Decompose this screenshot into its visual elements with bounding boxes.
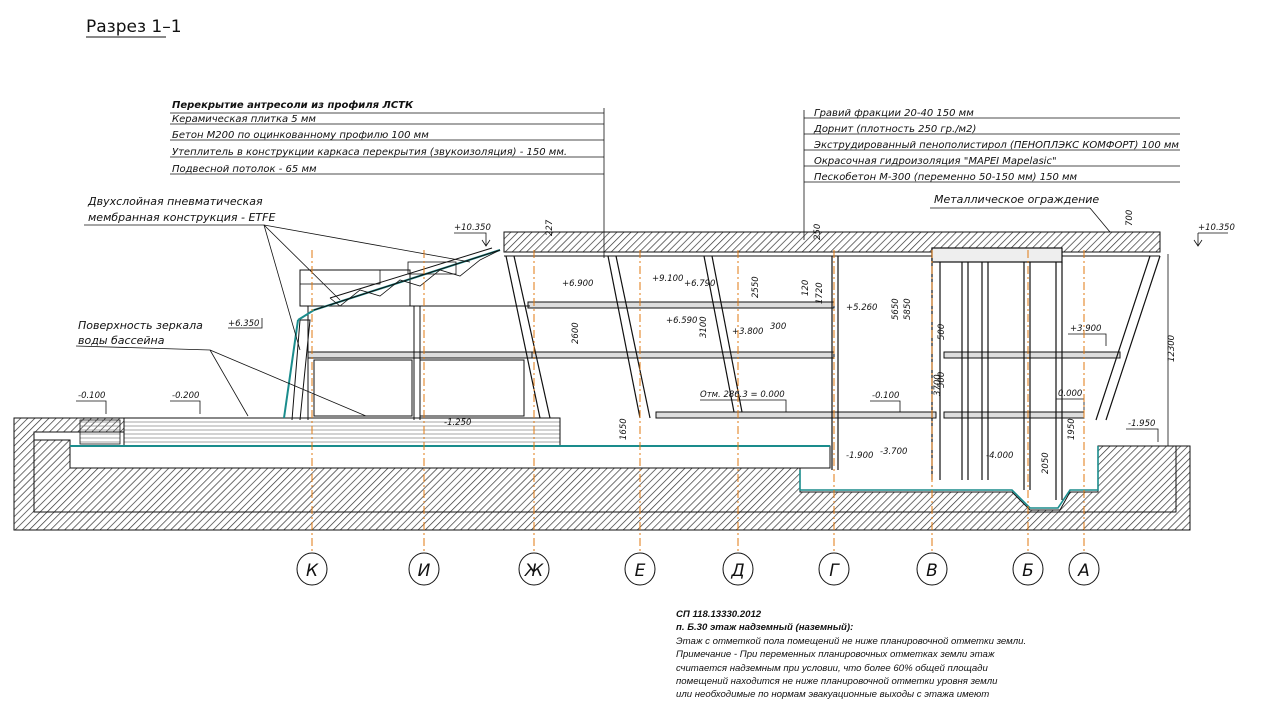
axis-marker (818, 552, 850, 586)
note-line: Этаж с отметкой пола помещений не ниже п… (676, 635, 1027, 647)
level-mark: -0.100 (78, 391, 105, 401)
axis-label: К (306, 561, 319, 581)
dim-label: 500 (937, 372, 947, 388)
pool-hall-frame (291, 269, 530, 421)
axis-label: И (418, 561, 431, 581)
level-mark: -1.900 (846, 451, 873, 461)
axis-label: Ж (524, 561, 544, 581)
pool-callout-line2: воды бассейна (78, 334, 165, 347)
level-mark: -3.700 (880, 447, 907, 457)
slab-spec-line: Керамическая плитка 5 мм (172, 114, 316, 125)
axis-marker (408, 552, 440, 586)
leader-lines (75, 108, 1180, 417)
dim-label: 500 (937, 324, 947, 340)
dim-label: 2600 (571, 322, 581, 344)
axis-label: Г (829, 561, 840, 581)
dim-label: 2550 (751, 276, 761, 298)
section-title: Разрез 1–1 (86, 17, 182, 37)
note-line: или необходимые по нормам эвакуационные … (676, 689, 990, 701)
note-code: СП 118.13330.2012 (676, 609, 762, 620)
level-mark: -4.000 (986, 451, 1013, 461)
slab-spec: Перекрытие антресоли из профиля ЛСТК Кер… (172, 99, 567, 175)
level-mark: +3.900 (1070, 324, 1101, 334)
roof-spec-line: Дорнит (плотность 250 гр./м2) (813, 124, 976, 135)
axis-label: В (926, 561, 938, 581)
dim-label: 300 (770, 322, 786, 332)
dim-label: 5650 (891, 298, 901, 320)
dim-label: 3700 (933, 374, 943, 396)
level-mark: Отм. 286.3 = 0.000 (700, 390, 785, 400)
axis-label: Е (635, 561, 646, 581)
roof-spec-line: Экструдированный пенополистирол (ПЕНОПЛЭ… (813, 140, 1179, 151)
railing-callout: Металлическое ограждение (934, 193, 1099, 206)
dim-label: 700 (1125, 210, 1135, 226)
dim-label: 1650 (619, 418, 629, 440)
level-mark: -1.950 (1128, 419, 1155, 429)
level-mark: +9.100 (652, 274, 683, 284)
dim-label: 250 (813, 224, 823, 240)
floor-slabs (307, 301, 1121, 419)
dim-label: 120 (801, 280, 811, 296)
level-mark: +6.900 (562, 279, 593, 289)
level-marks: +10.350 +10.350 +6.900 +6.350 +9.100 +6.… (76, 223, 1235, 461)
dim-label: 227 (545, 219, 555, 236)
axis-marker (916, 552, 948, 586)
axis-label: А (1077, 561, 1090, 581)
code-note: СП 118.13330.2012 п. Б.30 этаж надземный… (676, 608, 1096, 702)
axis-marker (518, 552, 550, 586)
pool-callout-line1: Поверхность зеркала (78, 319, 203, 332)
level-mark: +5.260 (846, 303, 877, 313)
axis-label: Д (730, 561, 744, 581)
level-mark: -1.250 (444, 418, 471, 428)
dim-label: 12300 (1167, 335, 1177, 362)
level-mark: +6.350 (228, 319, 259, 329)
slab-spec-line: Утеплитель в конструкции каркаса перекры… (172, 147, 567, 158)
level-mark: +3.800 (732, 327, 763, 337)
axis-marker (722, 552, 754, 586)
axis-marker (1012, 552, 1044, 586)
note-clause: п. Б.30 этаж надземный (наземный): (676, 622, 854, 634)
level-mark: +6.790 (684, 279, 715, 289)
dim-label: 3100 (699, 316, 709, 338)
dim-label: 2050 (1041, 452, 1051, 474)
dim-label: 1950 (1067, 418, 1077, 440)
etfe-callout-line2: мембранная конструкция - ETFE (88, 211, 275, 224)
vertical-structure (799, 247, 1099, 509)
note-line: Примечание - При переменных планировочны… (676, 649, 995, 661)
etfe-callout-line1: Двухслойная пневматическая (87, 195, 263, 208)
note-line: помещений находится не ниже планировочно… (676, 676, 998, 688)
roof-spec-line: Окрасочная гидроизоляция "MAPEI Mapelasi… (814, 156, 1057, 167)
level-mark: +6.590 (666, 316, 697, 326)
axis-marker (624, 552, 656, 586)
roof-spec: Гравий фракции 20-40 150 мм Дорнит (плот… (813, 108, 1179, 183)
level-mark: +10.350 (454, 223, 491, 233)
slab-spec-line: Подвесной потолок - 65 мм (172, 164, 317, 175)
axis-marker (296, 552, 328, 586)
level-mark: 0.000 (1058, 389, 1082, 399)
level-mark: -0.200 (172, 391, 199, 401)
roof-spec-line: Пескобетон М-300 (переменно 50-150 мм) 1… (814, 171, 1078, 183)
pool-water (123, 417, 561, 447)
etfe-membrane (283, 247, 501, 419)
note-line: считается надземным при условии, что бол… (676, 662, 988, 674)
level-mark: -0.100 (872, 391, 899, 401)
dim-label: 1720 (815, 282, 825, 304)
dimensions: 227 250 1720 2550 2600 3100 300 5650 585… (545, 210, 1177, 474)
slab-spec-line: Бетон М200 по оцинкованному профилю 100 … (172, 130, 429, 141)
dim-label: 5850 (903, 298, 913, 320)
roof-slab (503, 231, 1161, 253)
roof-spec-line: Гравий фракции 20-40 150 мм (814, 108, 974, 119)
level-mark: +10.350 (1198, 223, 1235, 233)
slab-spec-heading: Перекрытие антресоли из профиля ЛСТК (172, 99, 414, 111)
axis-label: Б (1022, 561, 1034, 581)
axis-marker (1068, 552, 1100, 586)
